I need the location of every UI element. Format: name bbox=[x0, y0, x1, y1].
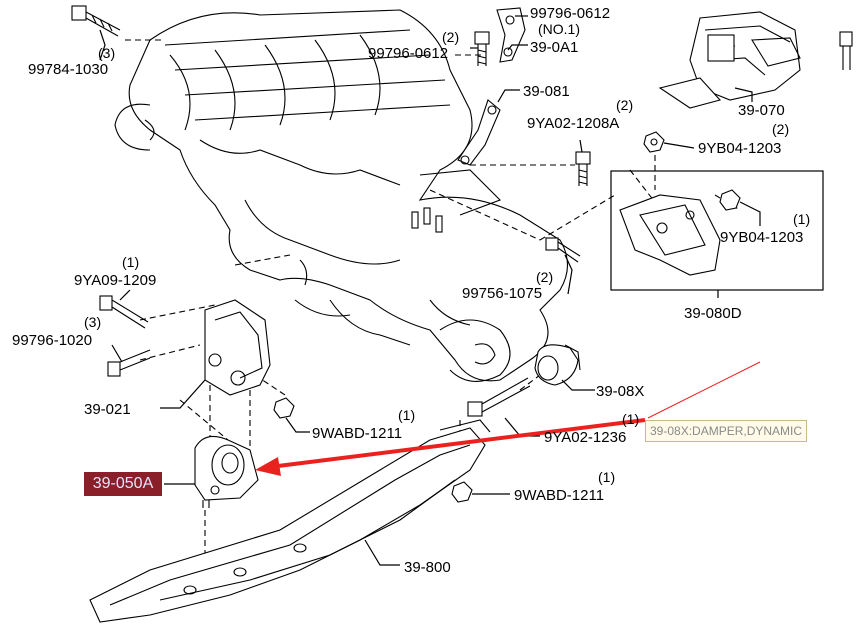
mount-39-070 bbox=[658, 11, 853, 109]
qty-99756-1075: (2) bbox=[536, 269, 553, 285]
bracket-39-0A1 bbox=[496, 7, 526, 63]
label-9wabd-1211-mid: 9WABD-1211 bbox=[312, 425, 402, 442]
label-9wabd-1211-low: 9WABD-1211 bbox=[514, 487, 604, 504]
bolt-99796-1020 bbox=[107, 349, 151, 377]
bolt-9ya02-1236 bbox=[467, 377, 531, 417]
bolt-9ya02-1208a bbox=[575, 151, 591, 186]
label-39-0a1: 39-0A1 bbox=[530, 39, 578, 56]
label-39-08x: 39-08X bbox=[596, 383, 644, 400]
qty-9ya02-1208a: (2) bbox=[616, 97, 633, 113]
label-99784-1030: 99784-1030 bbox=[28, 61, 108, 78]
bolt-9ya09-1209 bbox=[99, 295, 149, 329]
label-leaders bbox=[99, 15, 761, 566]
label-39-080d: 39-080D bbox=[684, 305, 742, 322]
nut-9yb04-1203 bbox=[643, 131, 665, 153]
bracket-39-081 bbox=[457, 99, 501, 166]
highlighted-part-39-050a[interactable]: 39-050A bbox=[84, 472, 162, 496]
label-99796-0612-no1: 99796-0612 bbox=[530, 5, 610, 22]
label-39-021: 39-021 bbox=[84, 401, 131, 418]
label-39-800: 39-800 bbox=[404, 559, 451, 576]
label-39-070: 39-070 bbox=[738, 102, 785, 119]
label-9ya02-1236: 9YA02-1236 bbox=[544, 429, 626, 446]
crossmember-39-800 bbox=[89, 419, 491, 623]
label-99796-1020: 99796-1020 bbox=[12, 332, 92, 349]
qty-99796-0612-top: (2) bbox=[442, 29, 459, 45]
nut-9wabd-1211-mid bbox=[273, 397, 295, 419]
group-box-39-080d bbox=[610, 170, 824, 291]
bracket-39-080d bbox=[619, 189, 741, 276]
label-9ya02-1208a: 9YA02-1208A bbox=[527, 115, 619, 132]
qty-9wabd-1211-low: (1) bbox=[598, 469, 615, 485]
nut-9wabd-1211-low bbox=[451, 481, 473, 503]
label-99796-0612-top: 99796-0612 bbox=[368, 45, 448, 62]
bolt-99784-1030 bbox=[71, 5, 121, 37]
qty-9ya09-1209: (1) bbox=[122, 254, 139, 270]
qty-99784-1030: (3) bbox=[98, 45, 115, 61]
qty-9wabd-1211-mid: (1) bbox=[398, 407, 415, 423]
part-labels: (3) 99784-1030 (2) 99796-0612 99796-0612… bbox=[12, 5, 810, 576]
pointer-arrow bbox=[255, 361, 761, 476]
bolt-99796-0612 bbox=[474, 31, 490, 66]
damper-39-08x bbox=[534, 344, 581, 386]
qty-9yb04-1203-box: (1) bbox=[793, 211, 810, 227]
qty-9yb04-1203-top: (2) bbox=[772, 121, 789, 137]
label-99756-1075: 99756-1075 bbox=[462, 285, 542, 302]
qty-9ya02-1236: (1) bbox=[622, 411, 639, 427]
label-9yb04-1203-top: 9YB04-1203 bbox=[698, 140, 781, 157]
engine-block-drawing bbox=[114, 9, 569, 382]
label-39-081: 39-081 bbox=[523, 83, 570, 100]
note-99796-0612-no1: (NO.1) bbox=[538, 21, 580, 37]
mount-39-050a bbox=[194, 435, 259, 508]
part-tooltip: 39-08X:DAMPER,DYNAMIC bbox=[645, 420, 808, 442]
label-9yb04-1203-box: 9YB04-1203 bbox=[720, 229, 803, 246]
qty-99796-1020: (3) bbox=[84, 314, 101, 330]
label-9ya09-1209: 9YA09-1209 bbox=[74, 272, 156, 289]
bolt-99756-1075 bbox=[545, 237, 581, 263]
bracket-39-021 bbox=[204, 299, 271, 396]
